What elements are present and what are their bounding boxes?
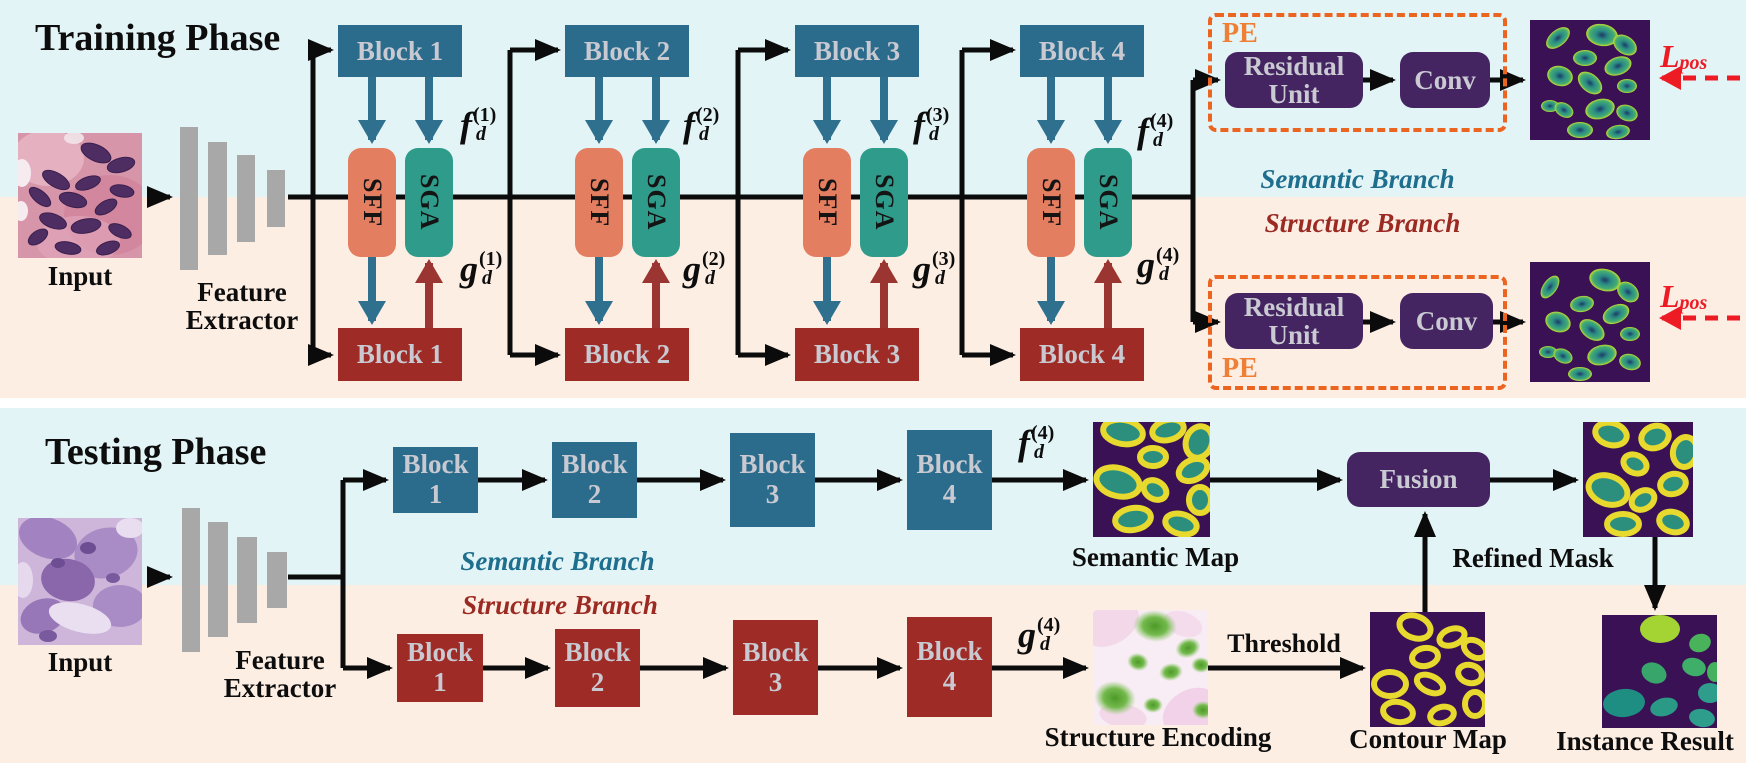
testing-input-image	[18, 518, 142, 645]
refined-mask-label: Refined Mask	[1452, 543, 1614, 573]
pe-label-structure: PE	[1222, 353, 1258, 384]
testing-semantic-branch-label: Semantic Branch	[460, 546, 655, 576]
threshold-label: Threshold	[1227, 629, 1341, 658]
f3-label: f (3)d	[913, 104, 950, 145]
training-structure-block-2: Block 2	[565, 328, 689, 381]
f4-label-testing: f (4)d	[1018, 422, 1055, 463]
feature-bar	[208, 142, 227, 255]
training-structure-branch-label: Structure Branch	[1264, 208, 1461, 238]
pe-label-semantic: PE	[1222, 18, 1258, 49]
instance-result-label: Instance Result	[1556, 726, 1734, 756]
loss-pos-structure: L pos	[1660, 278, 1708, 314]
testing-input-label: Input	[47, 647, 113, 677]
feature-bar	[237, 155, 255, 242]
structure-encoding-label: Structure Encoding	[1044, 722, 1272, 752]
sff-module-1: SFF	[348, 148, 396, 257]
testing-phase-title: Testing Phase	[45, 431, 267, 473]
sga-module-1: SGA	[405, 148, 453, 257]
feature-bar	[237, 537, 257, 623]
training-semantic-block-1: Block 1	[338, 25, 462, 77]
training-semantic-block-2: Block 2	[565, 25, 689, 77]
sga-module-2: SGA	[632, 148, 680, 257]
training-semantic-output-image	[1530, 20, 1650, 140]
training-feature-extractor-label: Feature Extractor	[185, 277, 299, 336]
training-structure-block-4: Block 4	[1020, 328, 1144, 381]
loss-pos-semantic: L pos	[1660, 38, 1708, 74]
g3-label: g (3)d	[913, 248, 956, 289]
g4-label-testing: g (4)d	[1018, 614, 1061, 655]
testing-structure-branch-label: Structure Branch	[462, 590, 658, 620]
feature-bar	[267, 170, 285, 227]
training-structure-block-1: Block 1	[338, 328, 462, 381]
refined-mask-image	[1583, 422, 1693, 537]
contour-map-label: Contour Map	[1349, 724, 1507, 754]
feature-bar	[267, 552, 287, 608]
feature-bar	[180, 127, 198, 270]
f2-label: f (2)d	[683, 104, 720, 145]
f1-label: f (1)d	[460, 104, 497, 145]
training-phase-title: Training Phase	[35, 17, 281, 59]
semantic-map-label: Semantic Map	[1071, 542, 1240, 572]
training-semantic-branch-label: Semantic Branch	[1260, 164, 1455, 194]
training-input-image	[18, 133, 142, 258]
fusion-box: Fusion	[1347, 452, 1490, 507]
loss-arrows	[1659, 66, 1740, 330]
residual-unit-semantic: Residual Unit	[1225, 51, 1363, 108]
g4-label-training: g (4)d	[1137, 244, 1180, 285]
sff-module-3: SFF	[803, 148, 851, 257]
training-semantic-block-3: Block 3	[795, 25, 919, 77]
semantic-map-image	[1093, 422, 1210, 537]
semantic-feature-arrows	[358, 77, 1122, 325]
structure-feature-arrows	[415, 259, 1122, 328]
testing-feature-extractor-label: Feature Extractor	[223, 645, 337, 704]
g2-label: g (2)d	[683, 248, 726, 289]
sff-module-4: SFF	[1027, 148, 1075, 257]
f4-label-training: f (4)d	[1137, 110, 1174, 151]
training-structure-block-3: Block 3	[795, 328, 919, 381]
structure-encoding-image	[1093, 610, 1208, 725]
training-semantic-block-4: Block 4	[1020, 25, 1144, 77]
residual-unit-structure: Residual Unit	[1225, 292, 1363, 349]
sga-module-3: SGA	[860, 148, 908, 257]
conv-semantic: Conv	[1400, 52, 1490, 108]
conv-structure: Conv	[1400, 293, 1493, 349]
instance-result-image	[1602, 615, 1717, 728]
sga-module-4: SGA	[1084, 148, 1132, 257]
g1-label: g (1)d	[460, 248, 503, 289]
feature-bar	[208, 522, 228, 637]
training-input-label: Input	[47, 261, 113, 291]
feature-bar	[182, 508, 200, 652]
training-structure-output-image	[1530, 262, 1650, 382]
contour-map-image	[1370, 612, 1485, 727]
sff-module-2: SFF	[575, 148, 623, 257]
